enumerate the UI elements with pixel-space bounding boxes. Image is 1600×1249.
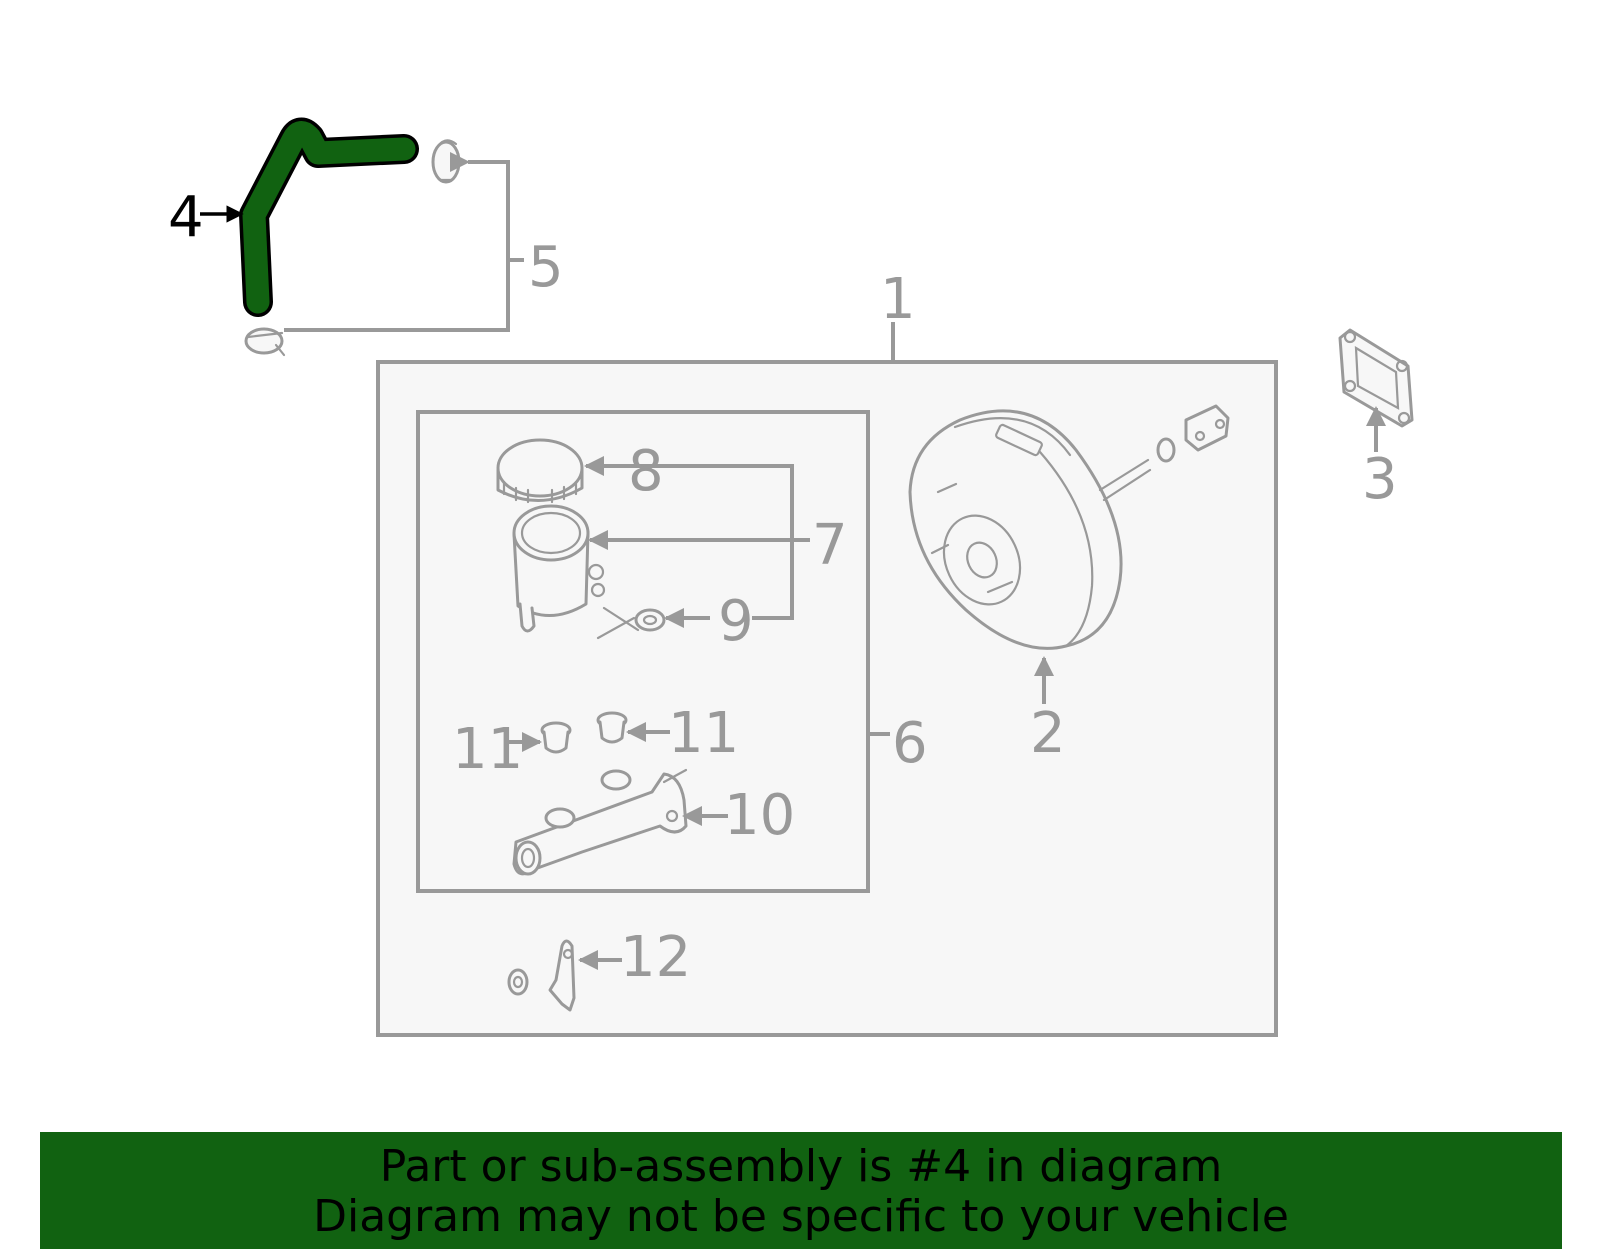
callout-9: 9 <box>718 589 754 654</box>
info-banner: Part or sub-assembly is #4 in diagram Di… <box>40 1132 1562 1249</box>
callout-12: 12 <box>620 925 691 990</box>
callout-8: 8 <box>628 439 664 504</box>
reservoir-part-7 <box>512 504 606 633</box>
master-cylinder-part-10 <box>512 768 688 876</box>
callout-6: 6 <box>892 711 928 776</box>
grommet-part-11-left <box>540 721 572 754</box>
callout-1: 1 <box>880 267 916 332</box>
brake-booster-part-2 <box>908 404 1230 650</box>
reservoir-hose-part-9 <box>596 606 666 640</box>
clamp-upper <box>431 139 461 184</box>
callout-5: 5 <box>528 235 564 300</box>
bracket-part-3 <box>1338 328 1414 428</box>
callout-11-left: 11 <box>452 717 523 782</box>
bracket-part-12 <box>507 939 576 1012</box>
clamp-lower <box>244 327 286 357</box>
callout-11-right: 11 <box>668 701 739 766</box>
reservoir-cap-part-8 <box>496 438 584 504</box>
hose-part-4[interactable] <box>239 117 419 317</box>
callout-2: 2 <box>1030 701 1066 766</box>
callout-3: 3 <box>1362 447 1398 512</box>
grommet-part-11-right <box>596 711 628 744</box>
banner-line-1: Part or sub-assembly is #4 in diagram <box>379 1141 1223 1192</box>
callout-7: 7 <box>812 513 848 578</box>
callout-4: 4 <box>168 185 204 250</box>
banner-line-2: Diagram may not be specific to your vehi… <box>313 1191 1289 1242</box>
callout-10: 10 <box>724 783 795 848</box>
